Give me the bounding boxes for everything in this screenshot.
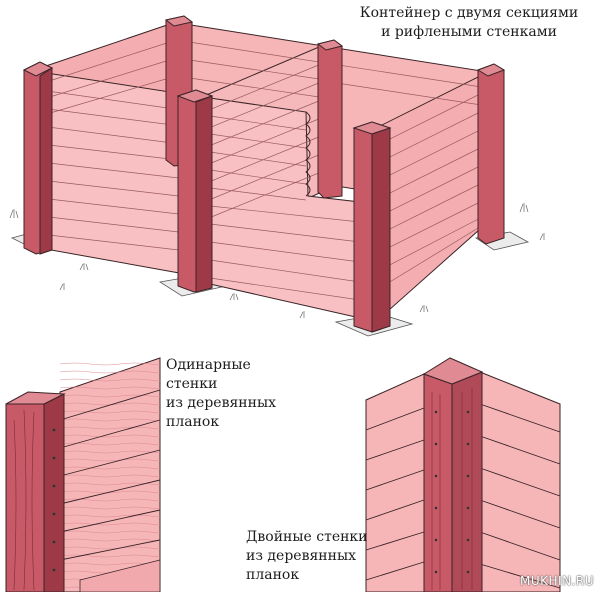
double-post-top [422, 357, 484, 385]
caption-double-line-1: Двойные стенки [246, 529, 368, 545]
caption-double-line-2: из деревянных [246, 548, 356, 564]
caption-single-line-2: стенки [166, 376, 218, 392]
double-post-left [423, 373, 453, 592]
caption-single-line-3: из деревянных [166, 395, 276, 411]
caption-single-line-4: планок [166, 414, 220, 430]
watermark: MUKHIN.RU [520, 574, 594, 588]
single-post-side [43, 393, 65, 592]
caption-top-line-2: и рифлеными стенками [381, 24, 557, 40]
two-section-container [9, 15, 545, 337]
caption-top-line-1: Контейнер с двумя секциями [359, 5, 579, 21]
double-post-right [451, 371, 483, 592]
grass-tufts [9, 203, 545, 319]
double-wall-detail [365, 357, 561, 592]
caption-double-line-3: планок [246, 567, 300, 583]
corrugated-edge [305, 111, 311, 197]
caption-single-walls: Одинарные стенки из деревянных планок [166, 356, 286, 432]
single-plank-lines [59, 389, 161, 561]
caption-top: Контейнер с двумя секциями и рифлеными с… [344, 4, 594, 42]
single-post-top [5, 391, 66, 405]
caption-double-walls: Двойные стенки из деревянных планок [246, 528, 396, 585]
caption-single-line-1: Одинарные [166, 357, 251, 373]
single-wall-detail [0, 355, 161, 592]
corner-posts [22, 15, 506, 333]
